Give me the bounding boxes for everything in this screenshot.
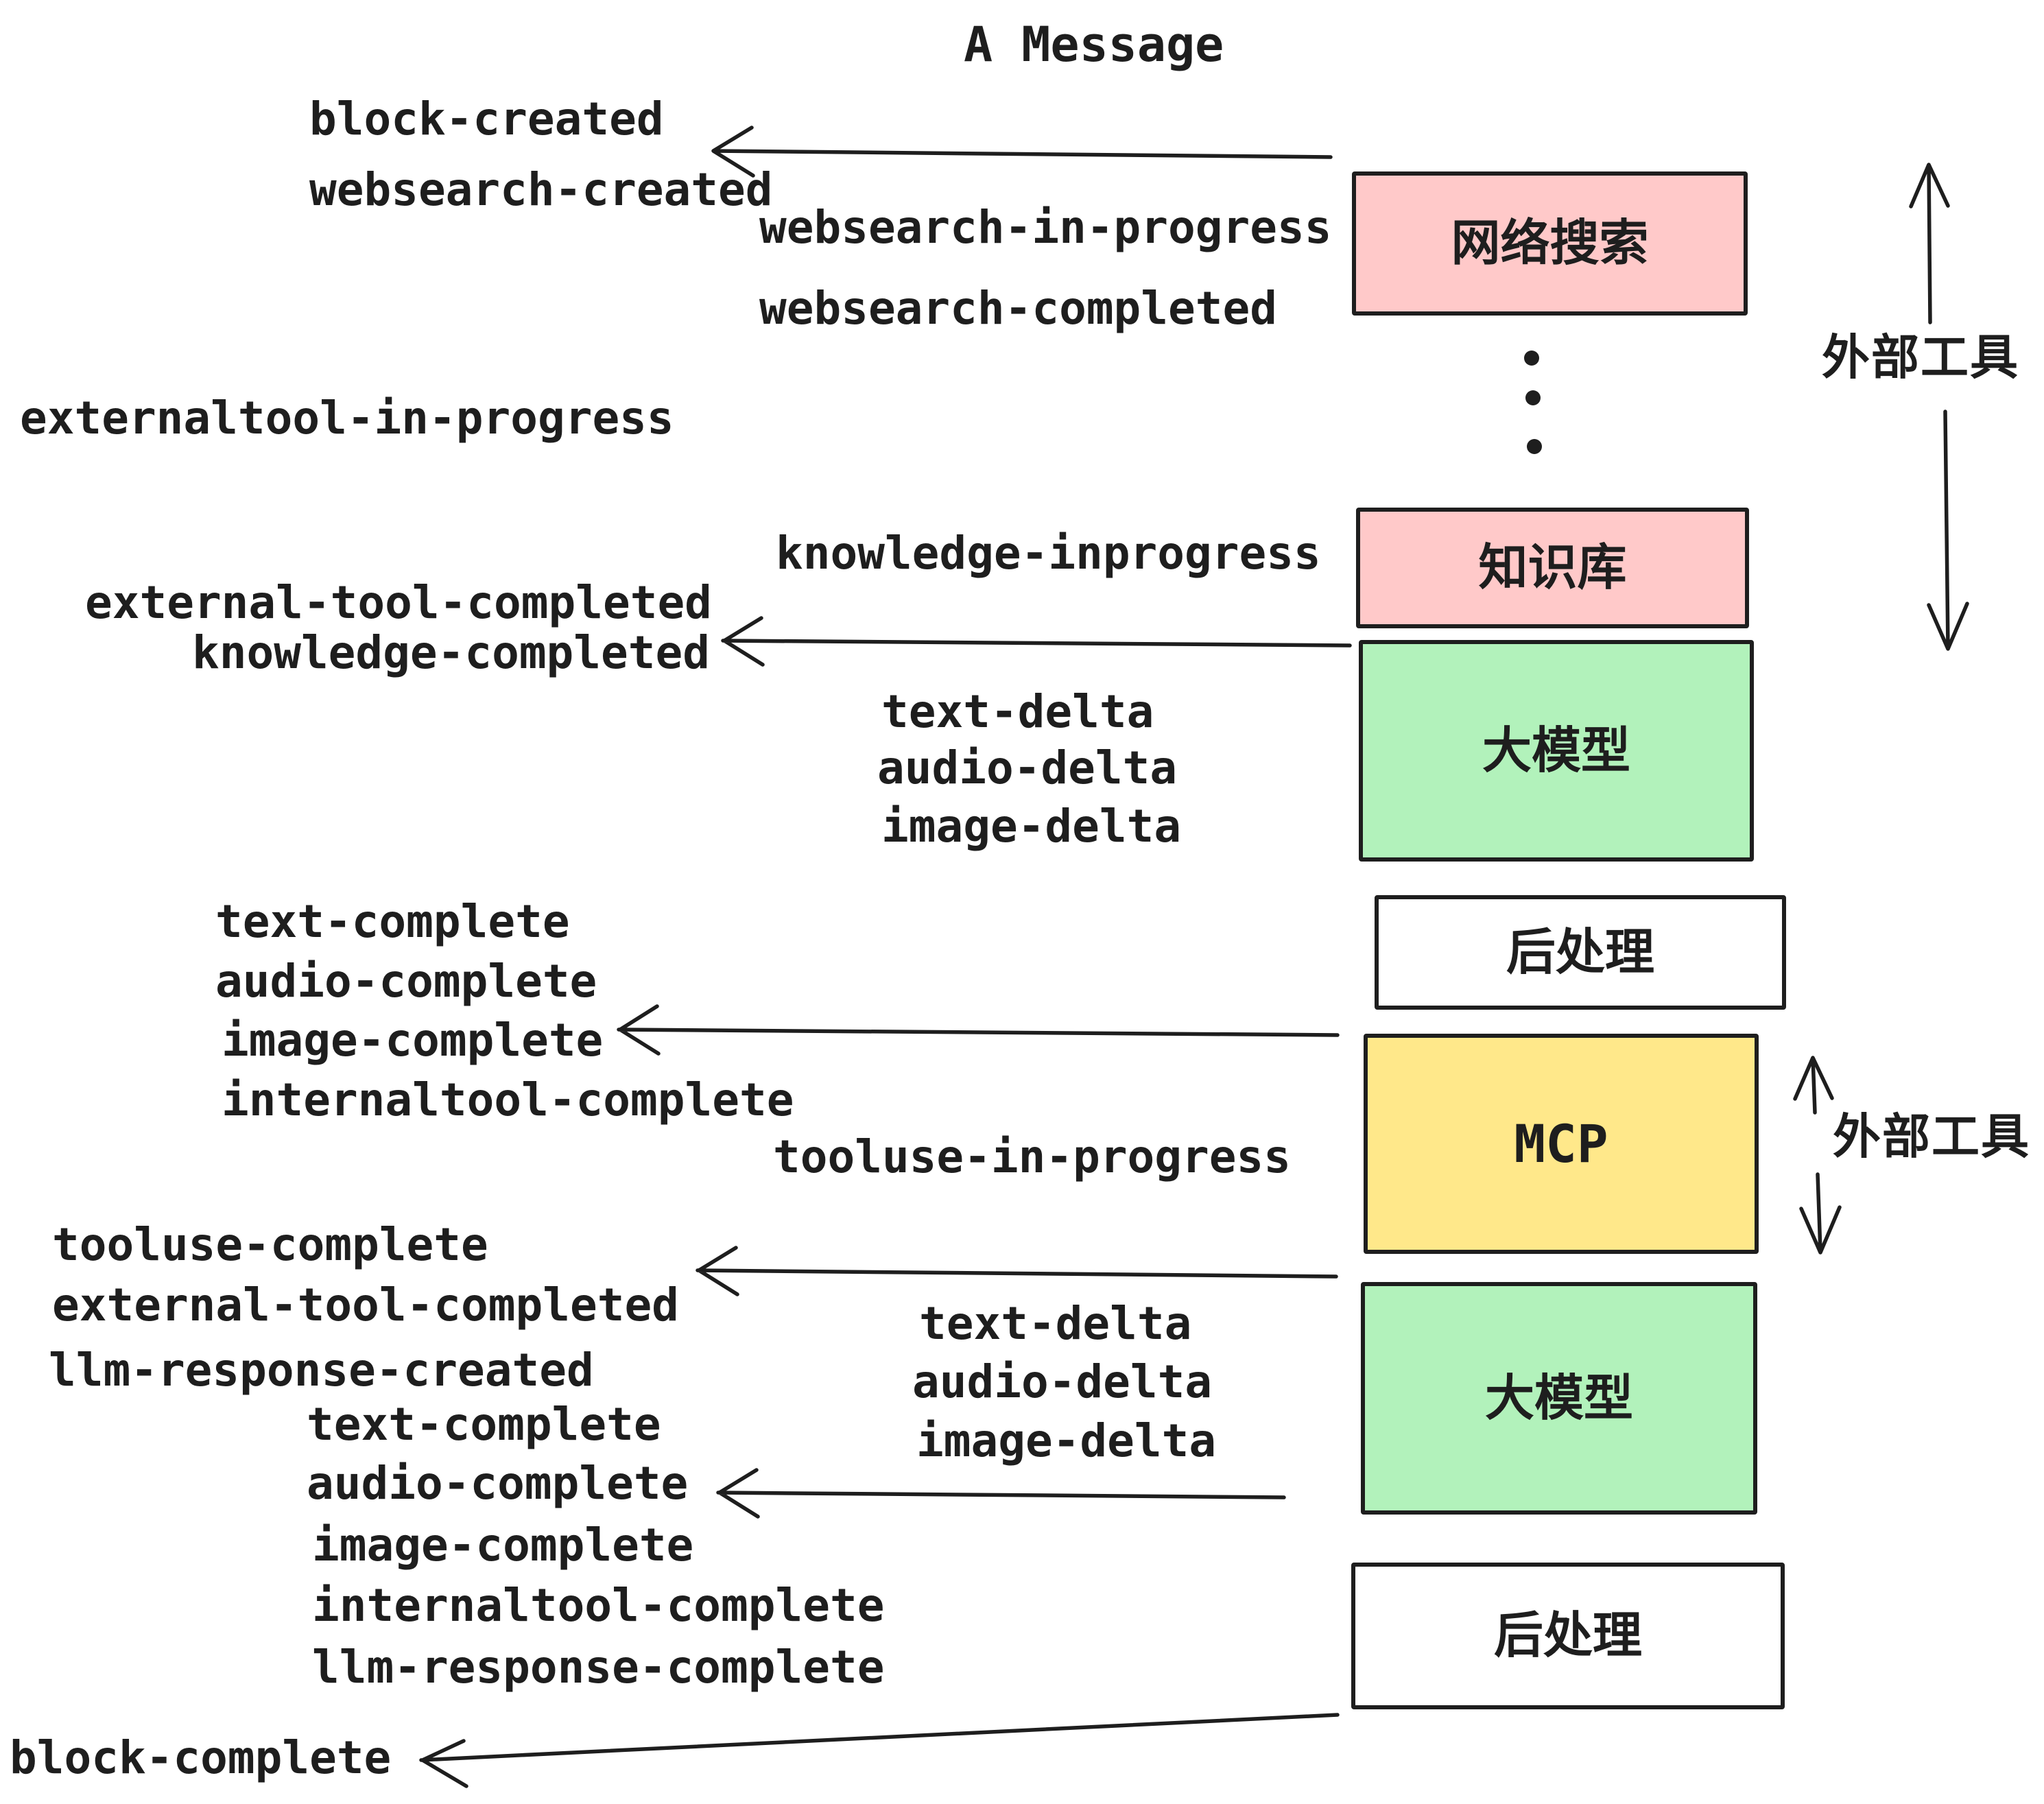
arrow-to-tooluse-complete bbox=[696, 1246, 1338, 1296]
event-label-internaltool-complete-1: internaltool-complete bbox=[222, 1073, 794, 1126]
event-label-text-delta-1: text-delta bbox=[881, 685, 1154, 738]
arrow-to-audio-complete bbox=[716, 1468, 1286, 1519]
diagram-title: A Message bbox=[964, 16, 1224, 73]
ellipsis-dot-1 bbox=[1524, 351, 1539, 366]
event-label-image-complete-2: image-complete bbox=[312, 1519, 694, 1571]
ellipsis-dot-2 bbox=[1525, 390, 1541, 405]
box-mcp: MCP bbox=[1364, 1034, 1759, 1254]
arrow-to-image-complete bbox=[617, 1004, 1340, 1056]
box-postprocess-2: 后处理 bbox=[1351, 1563, 1785, 1709]
event-label-websearch-in-progress: websearch-in-progress bbox=[759, 201, 1332, 254]
event-label-image-delta-1: image-delta bbox=[881, 800, 1182, 853]
double-arrow-external-tools-1-up bbox=[1909, 163, 1950, 324]
event-label-knowledge-completed: knowledge-completed bbox=[192, 626, 710, 679]
double-arrow-external-tools-2-up bbox=[1793, 1056, 1834, 1115]
event-label-image-delta-2: image-delta bbox=[916, 1414, 1217, 1467]
event-label-external-tool-completed-2: external-tool-completed bbox=[52, 1279, 679, 1331]
box-llm-1-label: 大模型 bbox=[1482, 723, 1630, 779]
box-llm-2: 大模型 bbox=[1361, 1282, 1757, 1515]
event-label-llm-response-complete: llm-response-complete bbox=[312, 1641, 885, 1694]
event-label-block-complete: block-complete bbox=[10, 1731, 392, 1784]
box-knowledge: 知识库 bbox=[1356, 508, 1749, 628]
side-label-external-tools-2: 外部工具 bbox=[1833, 1110, 2030, 1163]
event-label-audio-delta-1: audio-delta bbox=[877, 741, 1178, 794]
event-label-websearch-completed: websearch-completed bbox=[759, 282, 1277, 335]
event-label-image-complete-1: image-complete bbox=[222, 1014, 604, 1067]
event-label-llm-response-created: llm-response-created bbox=[49, 1344, 594, 1397]
event-label-internaltool-complete-2: internaltool-complete bbox=[312, 1579, 885, 1632]
box-mcp-label: MCP bbox=[1514, 1113, 1608, 1174]
double-arrow-external-tools-2-down bbox=[1799, 1172, 1842, 1255]
box-postprocess-1-label: 后处理 bbox=[1506, 925, 1654, 980]
arrow-to-block-complete bbox=[419, 1713, 1340, 1788]
event-label-audio-complete-1: audio-complete bbox=[215, 955, 597, 1008]
ellipsis-dot-3 bbox=[1527, 439, 1542, 454]
event-label-knowledge-inprogress: knowledge-inprogress bbox=[776, 527, 1321, 580]
box-postprocess-2-label: 后处理 bbox=[1493, 1609, 1642, 1663]
box-websearch: 网络搜索 bbox=[1352, 171, 1748, 316]
event-label-text-complete-2: text-complete bbox=[307, 1398, 661, 1451]
event-label-text-delta-2: text-delta bbox=[919, 1297, 1192, 1350]
box-knowledge-label: 知识库 bbox=[1478, 541, 1627, 595]
box-llm-2-label: 大模型 bbox=[1484, 1370, 1633, 1426]
box-postprocess-1: 后处理 bbox=[1375, 895, 1786, 1010]
event-label-tooluse-in-progress: tooluse-in-progress bbox=[773, 1130, 1291, 1183]
event-label-websearch-created: websearch-created bbox=[309, 163, 773, 216]
event-label-block-created: block-created bbox=[309, 93, 664, 145]
arrow-to-block-created bbox=[711, 126, 1333, 178]
side-label-external-tools-1: 外部工具 bbox=[1822, 331, 2019, 384]
arrow-to-knowledge-completed bbox=[721, 616, 1352, 667]
event-label-audio-complete-2: audio-complete bbox=[307, 1457, 689, 1510]
double-arrow-external-tools-1-down bbox=[1927, 410, 1969, 651]
event-label-text-complete-1: text-complete bbox=[215, 895, 570, 948]
event-label-audio-delta-2: audio-delta bbox=[912, 1355, 1213, 1408]
event-label-external-tool-completed: external-tool-completed bbox=[85, 576, 712, 629]
box-websearch-label: 网络搜索 bbox=[1451, 216, 1649, 271]
event-label-tooluse-complete: tooluse-complete bbox=[52, 1218, 488, 1271]
box-llm-1: 大模型 bbox=[1359, 640, 1754, 862]
event-label-externaltool-in-progress: externaltool-in-progress bbox=[20, 392, 674, 444]
